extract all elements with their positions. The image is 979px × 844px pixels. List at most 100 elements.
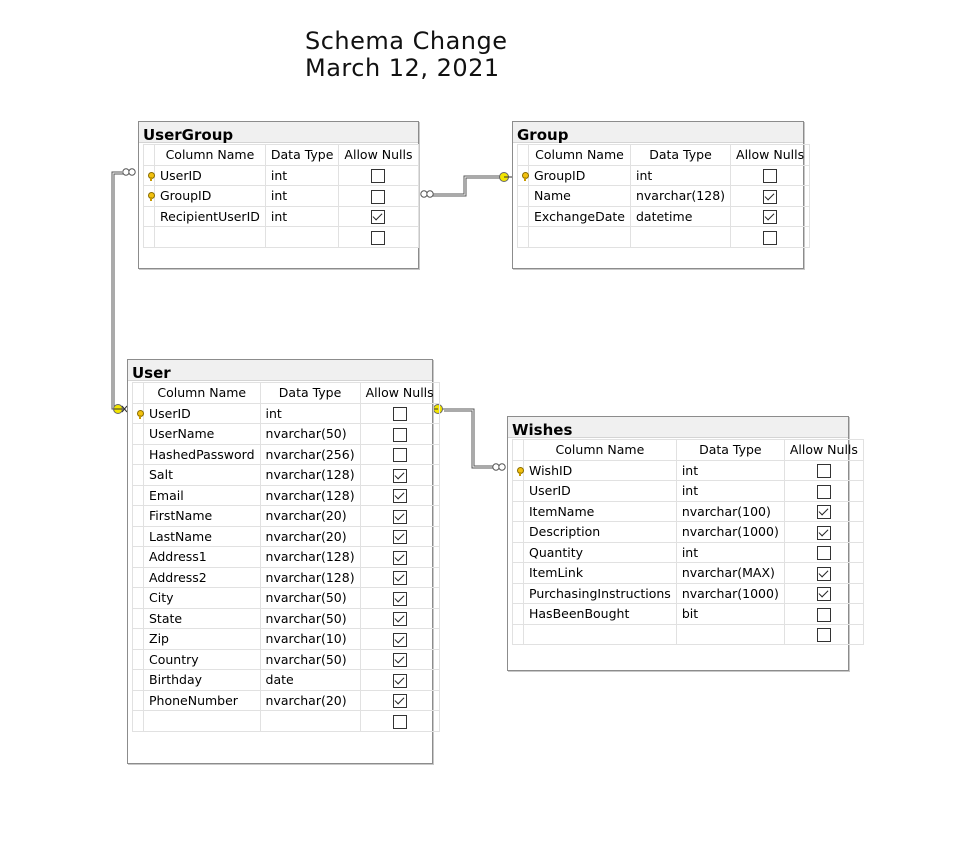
data-type[interactable]: nvarchar(20) [259, 505, 361, 527]
data-type[interactable]: bit [675, 603, 785, 625]
data-type[interactable] [629, 226, 732, 248]
data-type[interactable]: datetime [629, 205, 732, 227]
column-name[interactable]: PhoneNumber [143, 689, 261, 711]
column-name[interactable]: Country [143, 648, 261, 670]
data-type[interactable]: int [264, 205, 340, 227]
data-type[interactable]: nvarchar(50) [259, 648, 361, 670]
data-type[interactable] [264, 226, 340, 248]
column-name[interactable]: State [143, 607, 261, 629]
allow-nulls-checkbox[interactable] [816, 587, 831, 601]
column-name[interactable]: Zip [143, 628, 261, 650]
column-name[interactable]: City [143, 587, 261, 609]
column-name[interactable]: WishID [523, 459, 677, 481]
new-column-row[interactable] [512, 623, 864, 645]
data-type[interactable]: nvarchar(128) [259, 546, 361, 568]
data-type[interactable]: nvarchar(20) [259, 525, 361, 547]
column-name[interactable]: ItemLink [523, 562, 677, 584]
data-type[interactable]: nvarchar(50) [259, 423, 361, 445]
column-name[interactable] [528, 226, 631, 248]
rel-user-wishes[interactable] [432, 404, 506, 471]
new-column-row[interactable] [132, 710, 440, 732]
allow-nulls-checkbox[interactable] [816, 464, 831, 478]
allow-nulls-checkbox[interactable] [392, 591, 407, 606]
allow-nulls-checkbox[interactable] [392, 489, 407, 503]
column-name[interactable]: ItemName [523, 500, 677, 522]
allow-nulls-checkbox[interactable] [816, 628, 831, 642]
data-type[interactable]: int [259, 402, 361, 424]
column-name[interactable] [154, 226, 266, 248]
column-name[interactable] [523, 623, 677, 645]
allow-nulls-checkbox[interactable] [816, 505, 831, 519]
allow-nulls-checkbox[interactable] [392, 653, 407, 667]
column-name[interactable]: GroupID [154, 185, 266, 207]
allow-nulls-checkbox[interactable] [371, 230, 386, 245]
allow-nulls-checkbox[interactable] [392, 632, 407, 647]
allow-nulls-checkbox[interactable] [392, 550, 407, 565]
allow-nulls-checkbox[interactable] [816, 546, 831, 560]
column-name[interactable]: Name [528, 185, 631, 207]
column-name[interactable] [143, 710, 261, 732]
column-name[interactable]: FirstName [143, 505, 261, 527]
column-name[interactable]: LastName [143, 525, 261, 547]
data-type[interactable]: int [264, 185, 340, 207]
allow-nulls-checkbox[interactable] [816, 607, 831, 622]
data-type[interactable] [259, 710, 361, 732]
column-name[interactable]: HasBeenBought [523, 603, 677, 625]
data-type[interactable] [675, 623, 785, 645]
allow-nulls-checkbox[interactable] [392, 612, 407, 626]
rel-usergroup-group[interactable] [420, 172, 512, 198]
column-name[interactable]: Email [143, 484, 261, 506]
column-name[interactable]: HashedPassword [143, 443, 261, 465]
column-name[interactable]: Birthday [143, 669, 261, 691]
allow-nulls-checkbox[interactable] [371, 189, 386, 204]
allow-nulls-checkbox[interactable] [371, 169, 386, 183]
allow-nulls-checkbox[interactable] [816, 484, 831, 499]
allow-nulls-checkbox[interactable] [392, 673, 407, 688]
data-type[interactable]: int [629, 164, 732, 186]
data-type[interactable]: nvarchar(128) [259, 484, 361, 506]
data-type[interactable]: nvarchar(1000) [675, 582, 785, 604]
data-type[interactable]: nvarchar(50) [259, 607, 361, 629]
allow-nulls-checkbox[interactable] [763, 189, 778, 204]
column-name[interactable]: Quantity [523, 541, 677, 563]
data-type[interactable]: nvarchar(MAX) [675, 562, 785, 584]
data-type[interactable]: nvarchar(128) [259, 464, 361, 486]
data-type[interactable]: int [675, 459, 785, 481]
allow-nulls-checkbox[interactable] [392, 571, 407, 585]
allow-nulls-checkbox[interactable] [392, 530, 407, 544]
allow-nulls-checkbox[interactable] [392, 694, 407, 708]
data-type[interactable]: nvarchar(128) [259, 566, 361, 588]
column-name[interactable]: UserID [143, 402, 261, 424]
data-type[interactable]: int [675, 480, 785, 502]
data-type[interactable]: date [259, 669, 361, 691]
allow-nulls-checkbox[interactable] [392, 427, 407, 442]
allow-nulls-checkbox[interactable] [816, 525, 831, 540]
column-name[interactable]: UserID [154, 164, 266, 186]
allow-nulls-checkbox[interactable] [763, 230, 778, 245]
column-name[interactable]: Address1 [143, 546, 261, 568]
